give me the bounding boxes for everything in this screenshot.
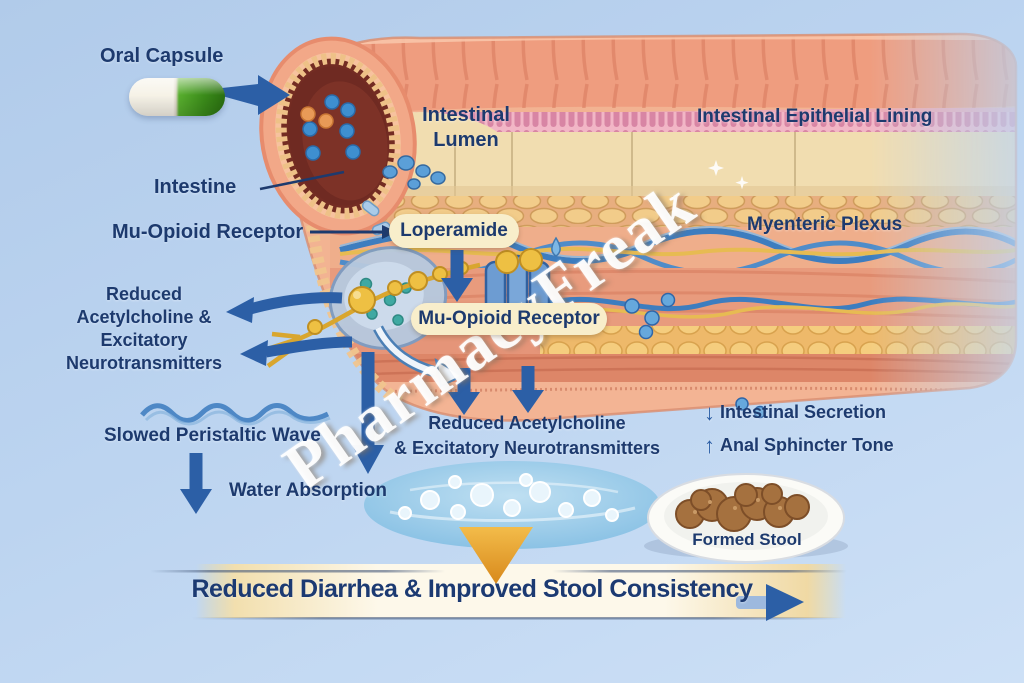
- intestine-label: Intestine: [154, 176, 237, 198]
- capsule-icon: [129, 78, 225, 116]
- intestine-opening: [259, 36, 417, 236]
- water-pool: [364, 461, 660, 549]
- band-line-bottom: [192, 617, 844, 620]
- nerve-molecules: [624, 292, 767, 419]
- sparkle-icon: [708, 160, 749, 190]
- lumen-shade: [330, 186, 1016, 198]
- left-arrow-icon: [226, 292, 353, 366]
- stool-texture: [693, 498, 782, 514]
- oral-capsule-label: Oral Capsule: [100, 45, 224, 67]
- wall-ribs: [300, 34, 1016, 108]
- wall-highlight: [288, 34, 1016, 48]
- capsule-arrow-icon: [222, 75, 290, 115]
- myenteric-plexus-label: Myenteric Plexus: [747, 214, 903, 235]
- mu-opioid-receptor-pointer-label: Mu-Opioid Receptor: [112, 221, 304, 243]
- pouch-villi: [306, 224, 404, 408]
- ach-center-line2: & Excitatory Neurotransmitters: [393, 438, 661, 458]
- lumen-divisions: [454, 132, 796, 196]
- bead-highlight: [353, 291, 361, 299]
- stool-icon: [675, 483, 810, 532]
- formed-stool-label: Formed Stool: [692, 530, 802, 549]
- slowed-peristaltic-wave-label: Slowed Peristaltic Wave: [104, 425, 321, 446]
- band-line-left: [150, 570, 445, 573]
- reduced-ach-center-label: Reduced Acetylcholine & Excitatory Neuro…: [377, 411, 677, 461]
- peristaltic-wave-icon: [140, 403, 331, 426]
- ach-left-line1: Reduced: [105, 284, 183, 304]
- lumen-line2: Lumen: [433, 129, 499, 151]
- fat-pebble-layer: [540, 326, 1016, 354]
- outcome-label: Reduced Diarrhea & Improved Stool Consis…: [191, 575, 753, 603]
- lumen-line1: Intestinal: [422, 104, 510, 126]
- band-line-right: [552, 570, 847, 573]
- reduced-ach-left-label: Reduced Acetylcholine & Excitatory Neuro…: [38, 283, 250, 375]
- up-arrow-glyph-icon: ↑: [704, 432, 715, 458]
- mu-opioid-receptor-label: Mu-Opioid Receptor: [411, 303, 607, 335]
- ach-left-line3: Excitatory: [100, 330, 188, 350]
- intestine-pointer-line: [259, 170, 345, 191]
- loperamide-molecules: [361, 155, 446, 236]
- outcome-band: [196, 564, 846, 618]
- gold-down-arrow-icon: [459, 527, 533, 584]
- droplet-icon: [551, 236, 561, 257]
- neuron-signal-arrow-icon: [373, 325, 465, 388]
- sphincter-text: Anal Sphincter Tone: [720, 435, 894, 455]
- intestinal-lumen-label: Intestinal Lumen: [396, 103, 536, 153]
- outcome-arrow-icon: [736, 584, 804, 621]
- loperamide-label: Loperamide: [389, 214, 519, 248]
- stool-plate: [644, 473, 848, 563]
- anal-sphincter-tone-label: ↑ Anal Sphincter Tone: [704, 432, 894, 458]
- intestinal-secretion-label: ↓ Intestinal Secretion: [704, 399, 887, 425]
- ach-center-line1: Reduced Acetylcholine: [428, 413, 626, 433]
- water-absorption-label: Water Absorption: [229, 480, 387, 501]
- down-arrow-glyph-icon: ↓: [704, 399, 715, 425]
- down-arrow-icon: [180, 250, 544, 514]
- intestine-tube: [286, 32, 1018, 422]
- secretion-text: Intestinal Secretion: [720, 402, 887, 422]
- epithelial-lining-label: Intestinal Epithelial Lining: [697, 106, 933, 127]
- ach-left-line4: Neurotransmitters: [65, 353, 223, 373]
- capsule-granules: [300, 94, 361, 161]
- ach-left-line2: Acetylcholine &: [76, 307, 212, 327]
